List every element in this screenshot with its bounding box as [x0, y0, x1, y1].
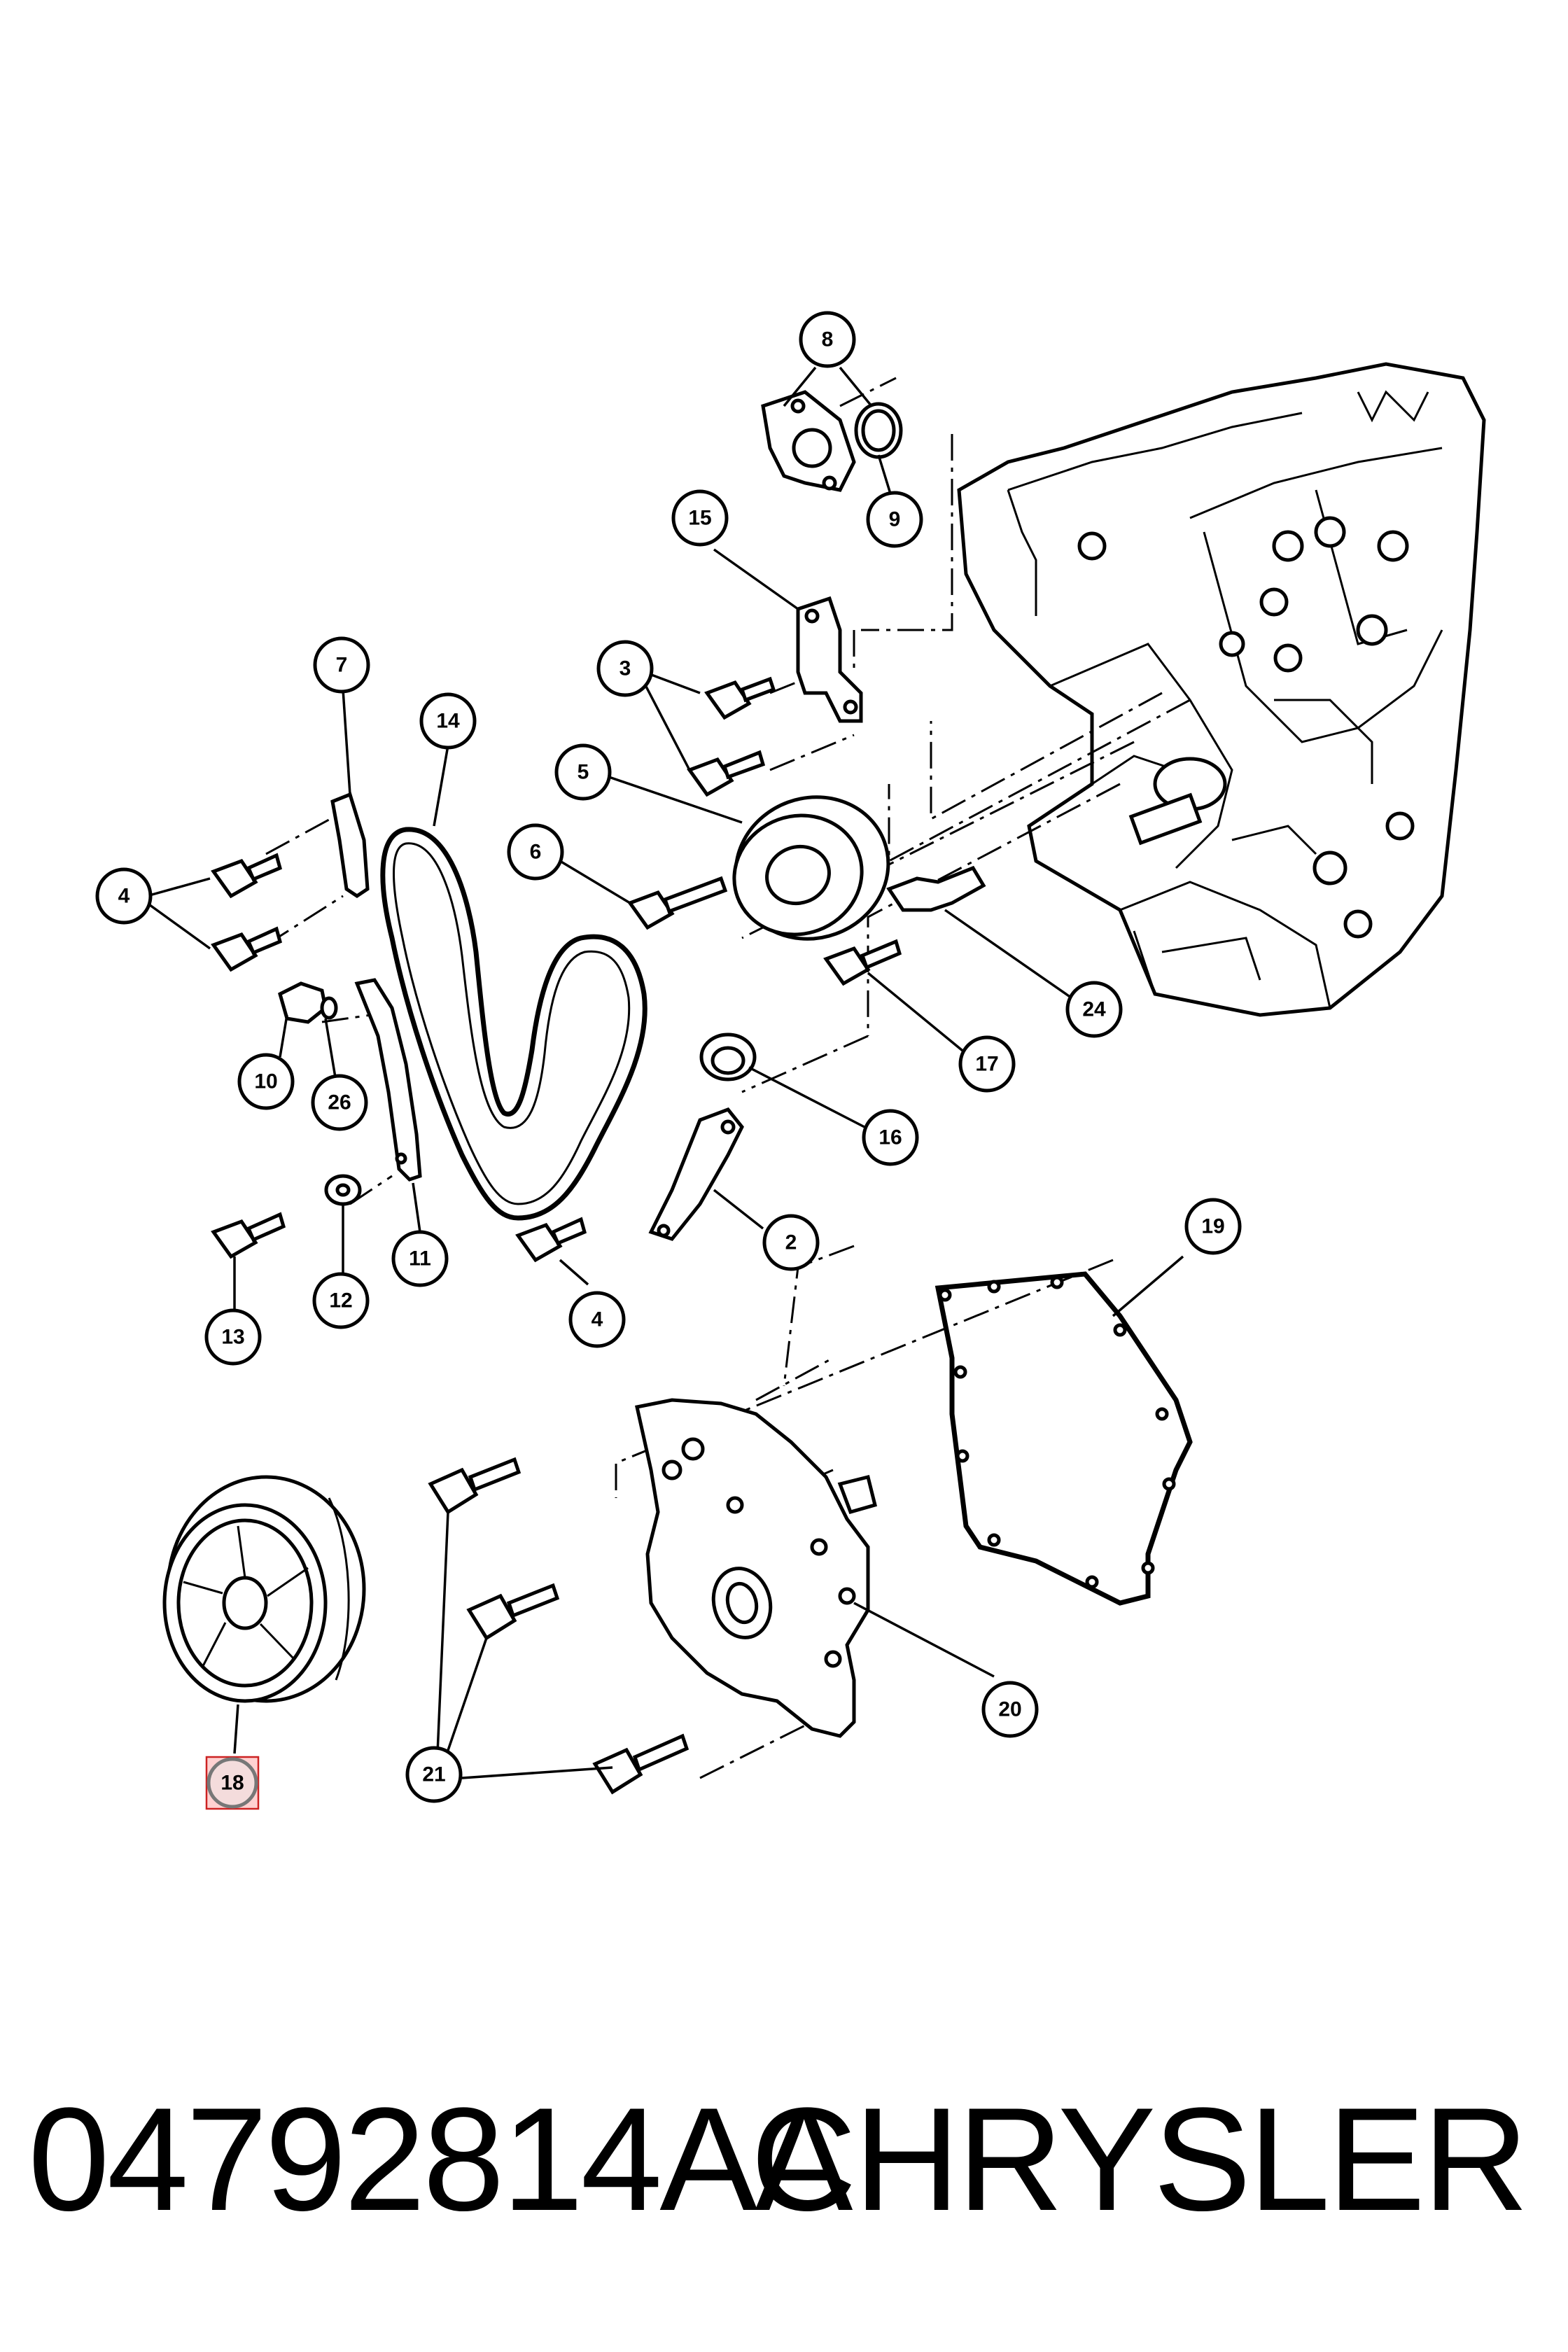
- bolt-part-21-c: [592, 1733, 690, 1795]
- bolt-part-4-b: [211, 926, 282, 972]
- sprocket-part-5: [732, 795, 890, 941]
- callout-8: 8: [799, 311, 856, 368]
- bolt-part-4-c: [515, 1217, 587, 1263]
- tensioner-arm-part-11: [354, 978, 422, 1182]
- o-ring-part-9: [854, 402, 903, 459]
- callout-label: 9: [889, 508, 901, 531]
- footer: 04792814AA CHRYSLER: [0, 2072, 1568, 2240]
- callout-6: 6: [507, 823, 564, 881]
- callout-7: 7: [313, 636, 370, 694]
- callout-10: 10: [237, 1053, 295, 1110]
- timing-chain-part-14: [380, 827, 648, 1221]
- bolt-part-17: [823, 939, 902, 986]
- callout-label: 24: [1082, 998, 1106, 1021]
- callout-label: 17: [975, 1053, 998, 1076]
- callout-label: 5: [578, 761, 589, 784]
- idler-part-16: [699, 1032, 757, 1082]
- callout-label: 20: [998, 1698, 1021, 1721]
- callout-20: 20: [981, 1681, 1039, 1738]
- washer-part-12: [324, 1174, 362, 1206]
- callout-label: 15: [688, 507, 711, 530]
- callout-5: 5: [554, 743, 612, 801]
- bolt-part-3-b: [687, 750, 766, 797]
- callout-11: 11: [391, 1230, 449, 1287]
- callout-label: 7: [336, 654, 348, 677]
- callout-24: 24: [1065, 981, 1123, 1038]
- bolt-part-6: [627, 876, 728, 930]
- bracket-part-2: [648, 1107, 744, 1241]
- bolt-part-21-a: [428, 1457, 522, 1515]
- bolt-part-3-a: [704, 676, 776, 720]
- callouts: 8 9 15 7 14 3 5 6: [95, 311, 1242, 1810]
- callout-label: 6: [530, 841, 542, 864]
- callout-label: 14: [436, 710, 460, 733]
- callout-16: 16: [862, 1109, 919, 1166]
- callout-label: 2: [785, 1231, 797, 1254]
- callout-17: 17: [958, 1035, 1016, 1093]
- callout-label: 19: [1201, 1215, 1224, 1238]
- callout-label: 8: [822, 328, 834, 351]
- callout-4-lower: 4: [568, 1291, 626, 1348]
- callout-26: 26: [311, 1074, 368, 1131]
- timing-cover-part-20: [635, 1398, 878, 1738]
- guide-part-7: [330, 792, 370, 899]
- sensor-part-24: [886, 865, 986, 912]
- callout-3: 3: [596, 640, 654, 697]
- callout-label: 18: [220, 1772, 244, 1795]
- bolt-part-13: [211, 1212, 286, 1259]
- bolt-part-21-b: [466, 1583, 560, 1641]
- callout-15: 15: [671, 489, 729, 547]
- callout-12: 12: [312, 1272, 370, 1329]
- bolt-part-4-a: [211, 853, 282, 899]
- callout-9: 9: [866, 491, 923, 548]
- callout-4-left: 4: [95, 867, 153, 925]
- leader-lines: [146, 366, 1184, 1779]
- callout-14: 14: [419, 692, 477, 750]
- bracket-part-15: [796, 596, 863, 723]
- callout-13: 13: [204, 1308, 262, 1366]
- engine-block: [957, 362, 1486, 1017]
- callout-18: 18: [205, 1756, 260, 1810]
- callout-label: 3: [620, 657, 631, 680]
- callout-label: 26: [328, 1091, 351, 1114]
- callout-label: 4: [592, 1308, 603, 1331]
- callout-label: 21: [422, 1763, 445, 1786]
- gasket-part-8: [761, 390, 856, 492]
- part-number: 04792814AA: [28, 2077, 853, 2241]
- brand-name: CHRYSLER: [750, 2077, 1529, 2241]
- callout-21: 21: [405, 1746, 463, 1803]
- gasket-part-19: [934, 1271, 1193, 1606]
- callout-2: 2: [762, 1214, 820, 1271]
- callout-label: 4: [118, 885, 130, 908]
- callout-label: 11: [409, 1247, 431, 1270]
- washer-part-26: [320, 996, 338, 1020]
- callout-label: 16: [878, 1126, 902, 1149]
- callout-label: 10: [254, 1070, 277, 1093]
- callout-19: 19: [1184, 1198, 1242, 1255]
- damper-pulley-part-18: [162, 1475, 366, 1703]
- exploded-parts-diagram: 8 9 15 7 14 3 5 6: [95, 311, 1486, 1810]
- callout-label: 12: [329, 1289, 352, 1312]
- callout-label: 13: [221, 1326, 244, 1349]
